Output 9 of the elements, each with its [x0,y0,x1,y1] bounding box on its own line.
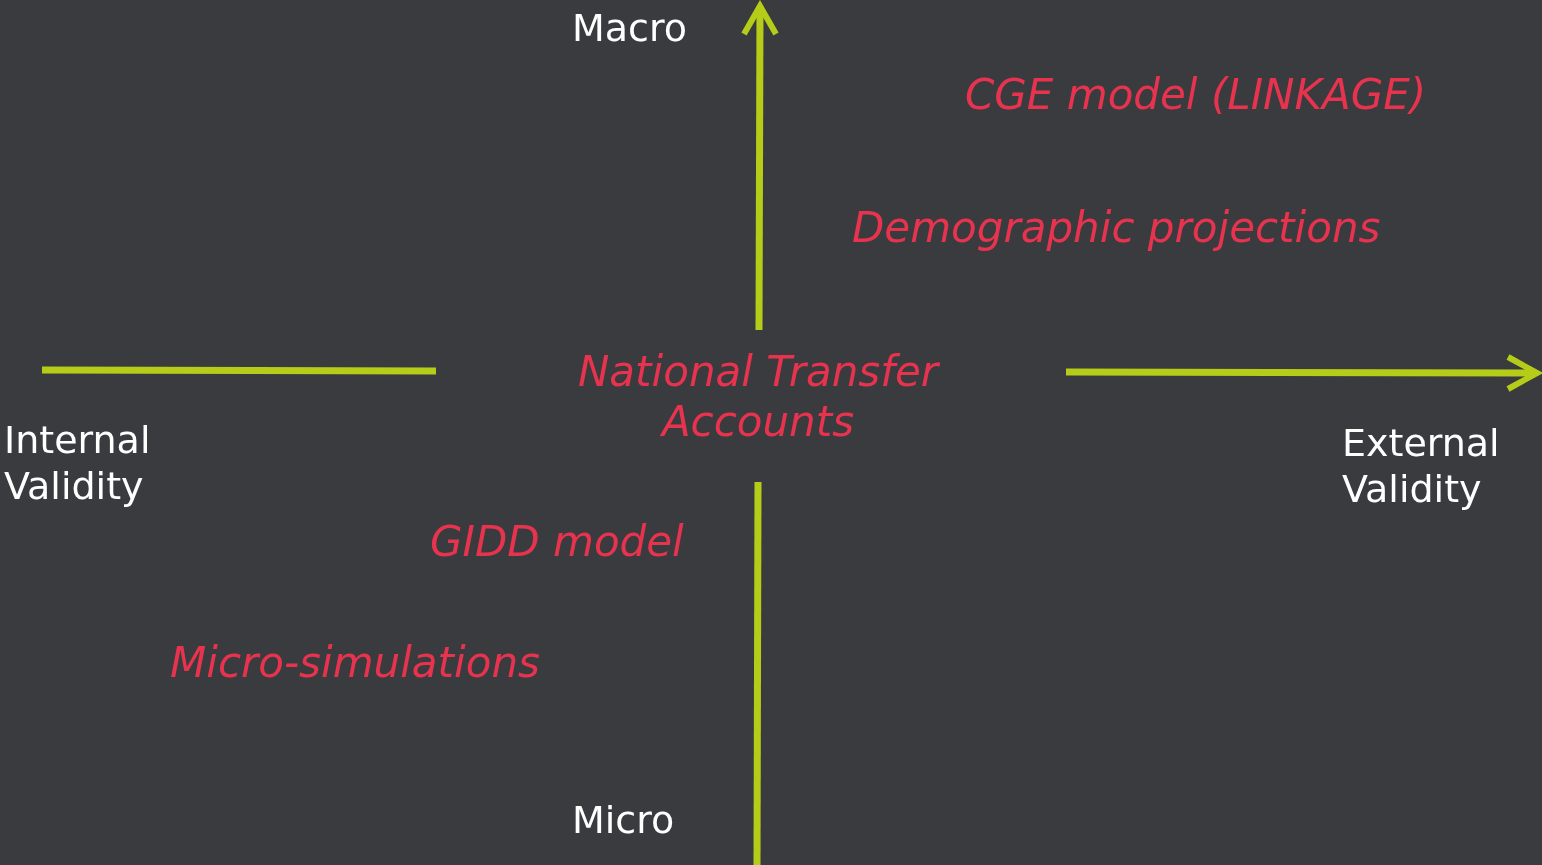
model-label: GIDD model [430,517,684,568]
axis-label: Macro [572,6,687,52]
axis-label: External Validity [1342,421,1501,513]
model-label: CGE model (LINKAGE) [965,70,1427,121]
model-label: Micro-simulations [170,638,540,689]
model-label: National Transfer Accounts [576,347,941,448]
model-label: Demographic projections [852,203,1381,254]
axis-label: Internal Validity [4,418,152,510]
axis-label: Micro [572,798,675,844]
